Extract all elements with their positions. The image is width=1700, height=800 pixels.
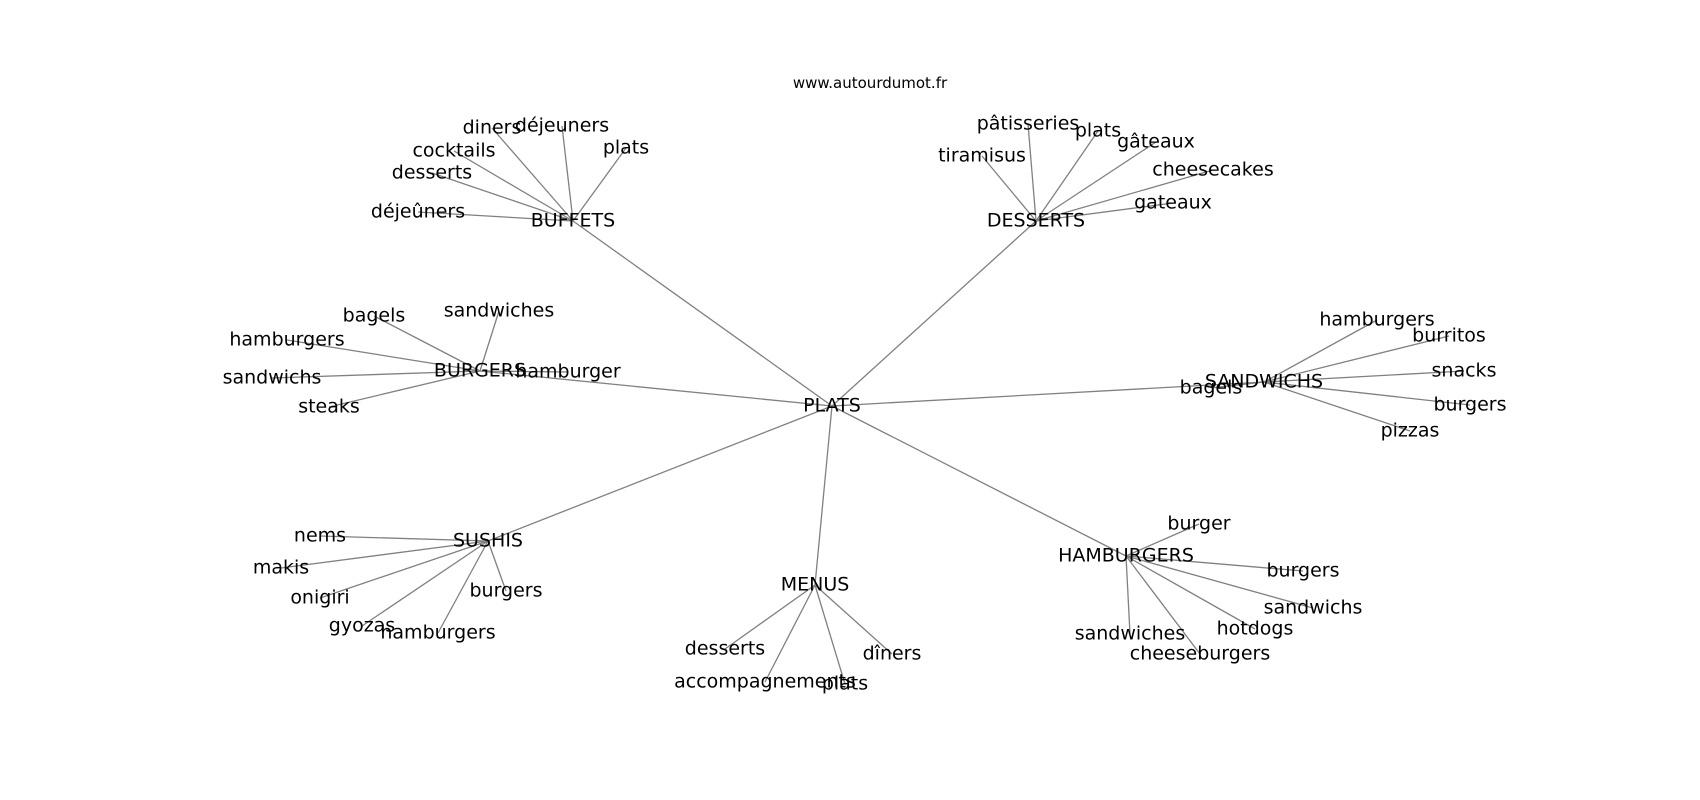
- edge-menus-leaf: [814, 584, 893, 655]
- edge-sandwichs-leaf: [1210, 381, 1265, 389]
- edge-hamburgers-leaf: [1125, 555, 1201, 655]
- leaf-node-sandwichs: burgers: [1433, 394, 1506, 416]
- hub-node-sandwichs: SANDWICHS: [1205, 371, 1323, 393]
- edge-desserts-leaf: [1035, 202, 1174, 222]
- edge-buffets-leaf: [491, 127, 574, 222]
- label-layer: PLATSBUFFETSdéjeûnersdessertscocktailsdi…: [223, 113, 1507, 695]
- edge-sushis-leaf: [487, 540, 507, 592]
- leaf-node-buffets: diners: [463, 117, 522, 139]
- edge-desserts-leaf: [1035, 130, 1099, 222]
- leaf-node-sushis: nems: [294, 525, 346, 547]
- edge-sandwichs-leaf: [1263, 335, 1450, 383]
- edge-center-sandwichs: [831, 381, 1265, 407]
- leaf-node-sushis: burgers: [469, 580, 542, 602]
- leaf-node-desserts: cheesecakes: [1152, 159, 1273, 181]
- leaf-node-buffets: déjeûners: [371, 201, 465, 223]
- leaf-node-burgers: sandwichs: [223, 367, 322, 389]
- edge-buffets-leaf: [453, 150, 574, 222]
- hub-node-buffets: BUFFETS: [531, 210, 615, 232]
- leaf-node-hamburgers: sandwichs: [1264, 597, 1363, 619]
- edge-burgers-leaf: [373, 315, 481, 372]
- leaf-node-sandwichs: snacks: [1432, 360, 1497, 382]
- leaf-node-burgers: hamburgers: [229, 329, 344, 351]
- edge-center-desserts: [831, 220, 1037, 407]
- hub-node-desserts: DESSERTS: [987, 210, 1085, 232]
- leaf-node-burgers: steaks: [298, 396, 360, 418]
- edge-center-hamburgers: [831, 405, 1127, 557]
- edge-hamburgers-leaf: [1125, 555, 1304, 572]
- leaf-node-desserts: gateaux: [1134, 192, 1212, 214]
- center-node-label: PLATS: [803, 395, 861, 417]
- edge-buffets-leaf: [431, 172, 574, 222]
- edge-hamburgers-leaf: [1125, 555, 1314, 609]
- leaf-node-sandwichs: pizzas: [1381, 420, 1440, 442]
- edge-menus-leaf: [814, 584, 846, 685]
- edge-desserts-leaf: [1035, 141, 1157, 222]
- leaf-node-hamburgers: burgers: [1266, 560, 1339, 582]
- leaf-node-sushis: gyozas: [329, 615, 395, 637]
- edge-hamburgers-leaf: [1125, 523, 1200, 557]
- edge-buffets-leaf: [417, 211, 574, 222]
- edge-burgers-leaf: [271, 370, 481, 379]
- edge-layer: [271, 123, 1471, 685]
- site-credit: www.autourdumot.fr: [793, 74, 948, 92]
- leaf-node-menus: dîners: [863, 643, 922, 665]
- leaf-node-sandwichs: burritos: [1412, 325, 1486, 347]
- edge-burgers-leaf: [479, 370, 569, 373]
- leaf-node-burgers: sandwiches: [444, 300, 555, 322]
- edge-sushis-leaf: [361, 540, 489, 627]
- edge-sandwichs-leaf: [1263, 381, 1471, 406]
- edge-desserts-leaf: [1027, 123, 1037, 222]
- edge-burgers-leaf: [286, 339, 481, 372]
- leaf-node-menus: accompagnements: [674, 671, 856, 693]
- edge-sandwichs-leaf: [1263, 381, 1411, 432]
- edge-sandwichs-leaf: [1263, 319, 1378, 383]
- leaf-node-sandwichs: bagels: [1180, 377, 1243, 399]
- edge-sushis-leaf: [280, 540, 489, 569]
- edge-sandwichs-leaf: [1263, 370, 1465, 383]
- edge-burgers-leaf: [479, 310, 500, 372]
- edge-center-buffets: [572, 220, 833, 407]
- edge-sushis-leaf: [319, 535, 489, 542]
- edge-sushis-leaf: [437, 540, 489, 634]
- hub-node-hamburgers: HAMBURGERS: [1058, 545, 1194, 567]
- leaf-node-sushis: makis: [253, 557, 309, 579]
- leaf-node-menus: desserts: [685, 638, 765, 660]
- leaf-node-hamburgers: cheeseburgers: [1130, 643, 1271, 665]
- hub-node-menus: MENUS: [781, 574, 850, 596]
- leaf-node-burgers: bagels: [343, 305, 406, 327]
- leaf-node-hamburgers: sandwiches: [1075, 623, 1186, 645]
- leaf-node-sushis: onigiri: [290, 587, 349, 609]
- leaf-node-desserts: tiramisus: [938, 145, 1026, 167]
- edge-menus-leaf: [724, 584, 816, 650]
- leaf-node-desserts: plats: [1075, 120, 1121, 142]
- edge-menus-leaf: [764, 584, 816, 683]
- edge-hamburgers-leaf: [1125, 555, 1131, 635]
- hub-node-burgers: BURGERS: [434, 360, 526, 382]
- edge-center-sushis: [487, 405, 833, 542]
- hub-node-sushis: SUSHIS: [453, 530, 523, 552]
- leaf-node-burgers: hamburger: [515, 361, 621, 383]
- leaf-node-buffets: plats: [603, 137, 649, 159]
- edge-center-menus: [814, 405, 833, 586]
- edge-hamburgers-leaf: [1125, 555, 1256, 630]
- leaf-node-buffets: cocktails: [412, 140, 495, 162]
- leaf-node-desserts: pâtisseries: [977, 113, 1080, 135]
- edge-sushis-leaf: [319, 540, 489, 599]
- leaf-node-desserts: gâteaux: [1117, 131, 1195, 153]
- edge-buffets-leaf: [561, 125, 574, 222]
- leaf-node-menus: plats: [822, 673, 868, 695]
- leaf-node-buffets: desserts: [392, 162, 472, 184]
- leaf-node-sushis: hamburgers: [380, 622, 495, 644]
- leaf-node-sandwichs: hamburgers: [1319, 309, 1434, 331]
- edge-buffets-leaf: [572, 147, 627, 222]
- edge-desserts-leaf: [1035, 169, 1214, 222]
- leaf-node-hamburgers: burger: [1167, 513, 1230, 535]
- edge-desserts-leaf: [981, 155, 1037, 222]
- edge-center-burgers: [479, 370, 833, 407]
- leaf-node-buffets: déjeuners: [515, 115, 609, 137]
- leaf-node-hamburgers: hotdogs: [1217, 618, 1294, 640]
- edge-burgers-leaf: [328, 370, 481, 408]
